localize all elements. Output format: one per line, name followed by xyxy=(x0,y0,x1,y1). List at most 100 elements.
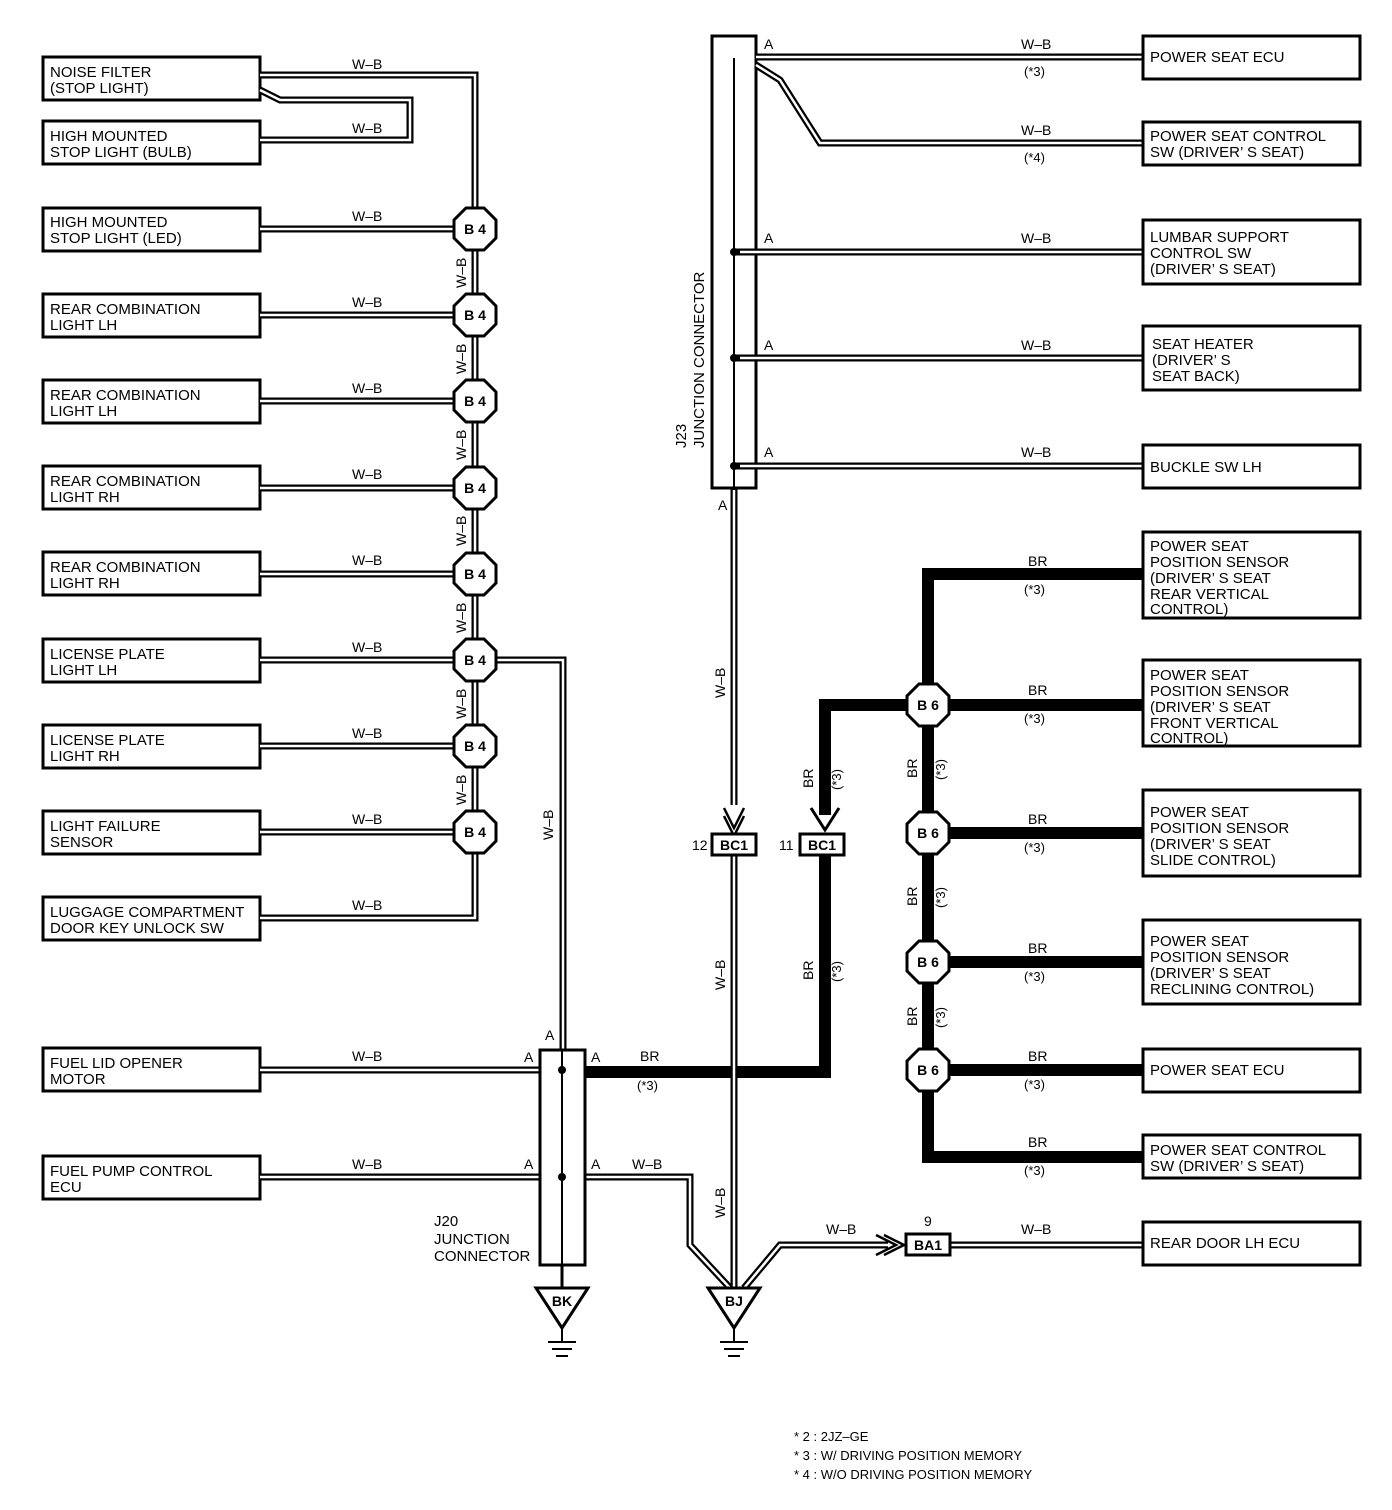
b4-connectors: B 4 B 4 B 4 B 4 B 4 B 4 B 4 B 4 xyxy=(452,206,498,855)
rear-comb-lh-2-label-2: LIGHT LH xyxy=(50,403,117,420)
j23-junction-connector: J23 JUNCTION CONNECTOR A xyxy=(673,34,758,513)
sfv-label-4: FRONT VERTICAL xyxy=(1150,715,1279,732)
src-label-3: (DRIVER’ S SEAT xyxy=(1150,965,1271,982)
ssl-label-3: (DRIVER’ S SEAT xyxy=(1150,836,1271,853)
svg-text:B 4: B 4 xyxy=(464,480,486,496)
ssl-label-4: SLIDE CONTROL) xyxy=(1150,852,1276,869)
rear-comb-rh-2-label-2: LIGHT RH xyxy=(50,575,120,592)
luggage-unlock-label-2: DOOR KEY UNLOCK SW xyxy=(50,920,225,937)
rear-comb-lh-1-label-2: LIGHT LH xyxy=(50,317,117,334)
pscsw2-label-2: SW (DRIVER’ S SEAT) xyxy=(1150,1158,1304,1175)
wire-label-br-rc: BR xyxy=(1028,940,1047,956)
note-pscsw1: (*4) xyxy=(1024,150,1045,165)
wire-label-br-v3: BR xyxy=(904,759,920,778)
note-br-v2: (*3) xyxy=(829,961,844,982)
pse1-label: POWER SEAT ECU xyxy=(1150,49,1284,66)
bc1-pin-11: 11 xyxy=(779,837,794,853)
svg-text:B 4: B 4 xyxy=(464,307,486,323)
wire-label-lplh: W–B xyxy=(352,639,382,655)
svg-text:BC1: BC1 xyxy=(720,837,748,853)
footnote-4: * 4 : W/O DRIVING POSITION MEMORY xyxy=(794,1467,1032,1482)
rear-comb-lh-2-label-1: REAR COMBINATION xyxy=(50,387,201,404)
footnote-2: * 2 : 2JZ–GE xyxy=(794,1429,869,1444)
wire-label-fuelpump: W–B xyxy=(352,1156,382,1172)
b6-connector: B 6 xyxy=(905,939,951,985)
b6-connector: B 6 xyxy=(905,1047,951,1093)
wire-label-br-rv: BR xyxy=(1028,553,1047,569)
br-heavy-wires xyxy=(819,568,1143,1163)
j23-pin-bottom: A xyxy=(718,497,728,513)
wire-label-br-v2: BR xyxy=(800,961,816,980)
svg-text:B 6: B 6 xyxy=(917,825,939,841)
br-wire-j20-bc1 xyxy=(585,855,831,1078)
note-br-rv: (*3) xyxy=(1024,582,1045,597)
svg-text:B 6: B 6 xyxy=(917,697,939,713)
left-component-boxes xyxy=(41,55,262,1201)
fuel-lid-label-1: FUEL LID OPENER xyxy=(50,1055,183,1072)
pscsw1-label-2: SW (DRIVER’ S SEAT) xyxy=(1150,144,1304,161)
bc1-connector-left: BC1 12 xyxy=(692,832,758,857)
note-br-fv: (*3) xyxy=(1024,711,1045,726)
b4-connector: B 4 xyxy=(452,723,498,769)
svg-text:B 4: B 4 xyxy=(464,738,486,754)
svg-text:BA1: BA1 xyxy=(914,1237,942,1253)
srv-label-1: POWER SEAT xyxy=(1150,538,1249,555)
note-br-sl: (*3) xyxy=(1024,840,1045,855)
j20-code: J20 xyxy=(434,1213,458,1230)
rear-comb-lh-1-label-1: REAR COMBINATION xyxy=(50,301,201,318)
heater-label-1: SEAT HEATER xyxy=(1152,336,1254,353)
ba1-connector: BA1 9 xyxy=(904,1213,952,1257)
b4-connector: B 4 xyxy=(452,637,498,683)
wire-label-lprh: W–B xyxy=(352,725,382,741)
wire-label-led: W–B xyxy=(352,208,382,224)
j23-code: J23 xyxy=(673,424,690,448)
svg-text:BC1: BC1 xyxy=(808,837,836,853)
license-lh-label-2: LIGHT LH xyxy=(50,662,117,679)
j20-junction-connector: A A A A A J20 JUNCTION CONNECTOR xyxy=(434,1027,601,1288)
src-label-2: POSITION SENSOR xyxy=(1150,949,1289,966)
fuel-lid-label-2: MOTOR xyxy=(50,1071,106,1088)
wire-label-bus-3: W–B xyxy=(453,430,469,460)
srv-label-2: POSITION SENSOR xyxy=(1150,554,1289,571)
lumbar-label-2: CONTROL SW xyxy=(1150,245,1252,262)
sfv-label-1: POWER SEAT xyxy=(1150,667,1249,684)
ssl-label-2: POSITION SENSOR xyxy=(1150,820,1289,837)
wire-label-fuellid: W–B xyxy=(352,1048,382,1064)
bc1-arrow-left xyxy=(722,807,746,839)
light-failure-label-1: LIGHT FAILURE xyxy=(50,818,161,835)
wire-label-bus-7: W–B xyxy=(453,775,469,805)
sfv-label-5: CONTROL) xyxy=(1150,730,1228,747)
note-br-rc: (*3) xyxy=(1024,969,1045,984)
b4-connector: B 4 xyxy=(452,292,498,338)
buckle-label: BUCKLE SW LH xyxy=(1150,459,1262,476)
wire-label-bus-4: W–B xyxy=(453,516,469,546)
note-j20-br: (*3) xyxy=(637,1078,658,1093)
b4-connector: B 4 xyxy=(452,378,498,424)
j23-right-wires xyxy=(730,53,1143,1291)
j20-pin-r1: A xyxy=(591,1049,601,1065)
src-label-4: RECLINING CONTROL) xyxy=(1150,981,1314,998)
wire-label-reardoor: W–B xyxy=(1021,1221,1051,1237)
wire-label-br-sl: BR xyxy=(1028,811,1047,827)
srv-label-3: (DRIVER’ S SEAT xyxy=(1150,570,1271,587)
pse2-label: POWER SEAT ECU xyxy=(1150,1062,1284,1079)
right-component-boxes xyxy=(1141,34,1362,1267)
j23-pin-5: A xyxy=(764,444,774,460)
ba1-arrow xyxy=(875,1233,907,1257)
bc1-pin-12: 12 xyxy=(692,837,708,853)
wire-label-pscsw1: W–B xyxy=(1021,122,1051,138)
left-wb-wires-inner xyxy=(259,73,731,1289)
wire-label-to-j20: W–B xyxy=(540,810,556,840)
bj-ground: BJ xyxy=(705,1286,763,1357)
heater-label-3: SEAT BACK) xyxy=(1152,368,1240,385)
j23-name: JUNCTION CONNECTOR xyxy=(691,271,708,448)
svg-text:B 4: B 4 xyxy=(464,393,486,409)
wire-label-rcrh1: W–B xyxy=(352,466,382,482)
wire-label-lug: W–B xyxy=(352,897,382,913)
note-br-pscsw2: (*3) xyxy=(1024,1163,1045,1178)
svg-text:B 4: B 4 xyxy=(464,824,486,840)
j20-pin-l1: A xyxy=(524,1049,534,1065)
noise-filter-label-2: (STOP LIGHT) xyxy=(50,80,149,97)
j20-name-2: CONNECTOR xyxy=(434,1248,531,1265)
wire-label-bc1-down: W–B xyxy=(712,960,728,990)
